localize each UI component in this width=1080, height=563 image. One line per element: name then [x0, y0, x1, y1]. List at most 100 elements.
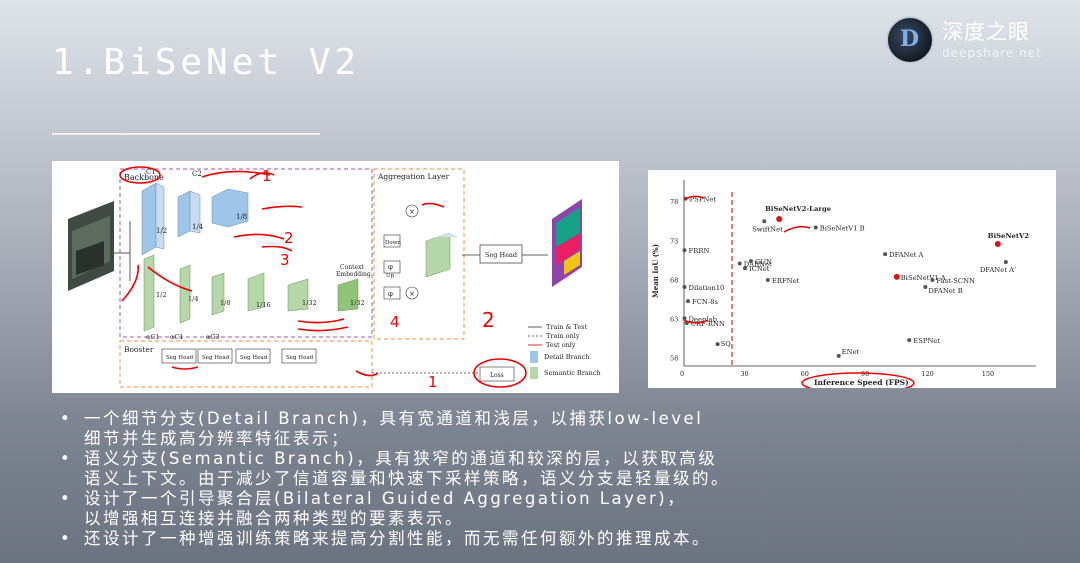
semantic-width-2: αC1: [170, 333, 184, 341]
loss-box: Loss: [490, 372, 504, 379]
bullet-line: 设计了一个引导聚合层(Bilateral Guided Aggregation …: [84, 489, 687, 508]
logo-chinese-name: 深度之眼: [942, 20, 1030, 44]
x-tick-label: 0: [680, 370, 684, 378]
bullet-semantic-branch: 语义分支(Semantic Branch)，具有狭窄的通道和较深的层，以获取高级…: [60, 449, 1060, 489]
chart-point: [686, 299, 691, 304]
stage-label-c2: C2: [192, 170, 202, 178]
detail-frac-1: 1/2: [156, 227, 167, 235]
chart-point-label: ENet: [842, 348, 860, 356]
detail-branch-blocks: [141, 182, 249, 256]
chart-point: [907, 338, 912, 343]
backbone-label: Backbone: [124, 173, 164, 182]
final-seg-head: Seg Head: [485, 251, 517, 259]
chart-point: [742, 266, 747, 271]
chart-point-label: Deeplab: [689, 315, 718, 323]
annotation-number-3: 3: [280, 251, 290, 269]
semantic-frac-3: 1/8: [220, 299, 230, 307]
annotation-number-2: 2: [284, 229, 294, 247]
chart-point-label: PSPNet: [690, 196, 717, 204]
fused-feature-block: [425, 232, 458, 278]
eye-logo-icon: D: [886, 16, 934, 64]
legend-detail-branch: Detail Branch: [544, 353, 590, 361]
chart-point-label: CRF-RNN: [691, 320, 725, 328]
chart-point: [748, 259, 753, 264]
chart-point-label: SwiftNet: [752, 225, 783, 233]
chart-point: [930, 277, 935, 282]
chart-point: [883, 252, 888, 257]
chart-point-label: DFANet A: [889, 251, 923, 259]
op-phi-2: φ: [388, 290, 393, 298]
chart-point-label: BiSeNetV2: [988, 232, 1030, 240]
booster-seg-heads: [161, 348, 317, 364]
chart-point-label: DABNet: [744, 261, 772, 269]
y-tick-label: 78: [670, 198, 678, 206]
chart-point-label: ERFNet: [772, 277, 800, 285]
booster-head-1: Seg Head: [166, 355, 194, 361]
legend-train-test: Train & Test: [546, 323, 588, 331]
op-phi-1: φ: [388, 263, 393, 271]
legend-semantic-branch: Semantic Branch: [544, 369, 601, 377]
bullet-aggregation-layer: 设计了一个引导聚合层(Bilateral Guided Aggregation …: [60, 489, 1060, 529]
op-down: Down: [385, 240, 401, 246]
chart-point-label: DFANet B: [928, 287, 962, 295]
chart-point: [836, 353, 841, 358]
context-label-1: Context: [340, 264, 364, 271]
logo-mark: D: [900, 26, 920, 52]
annotation-numbers: 1 2 3 4 1 2: [262, 167, 495, 391]
chart-point-label: Fast-SCNN: [936, 277, 975, 285]
bisenet-architecture-figure: Backbone C1 C2 1/2 1/4 1/8 αC1 αC1 αC3 1…: [52, 161, 619, 393]
slide-title: 1.BiSeNet V2: [52, 42, 361, 83]
y-axis-label: Mean IoU (%): [651, 244, 660, 298]
y-tick-label: 58: [670, 355, 678, 363]
chart-point-label: ICNet: [749, 265, 770, 273]
bullet-line: 语义分支(Semantic Branch)，具有狭窄的通道和较深的层，以获取高级: [84, 449, 718, 468]
chart-point: [776, 215, 783, 222]
chart-point-label: GUN: [755, 258, 772, 266]
semantic-width-1: αC1: [146, 333, 160, 341]
detail-frac-3: 1/8: [236, 213, 247, 221]
annotation-number-6: 2: [482, 308, 495, 332]
aggregation-label: Aggregation Layer: [377, 172, 450, 181]
chart-point-label: DFANet A': [980, 266, 1016, 274]
legend-test-only: Test only: [546, 341, 576, 349]
booster-head-2: Seg Head: [202, 355, 230, 361]
input-image: [68, 201, 114, 291]
x-tick-label: 30: [740, 370, 748, 378]
chart-point: [994, 240, 1001, 247]
x-tick-label: 90: [861, 370, 869, 378]
y-tick-label: 68: [670, 276, 678, 284]
chart-point-label: BiSeNetV2-Large: [765, 205, 832, 213]
chart-point: [893, 273, 900, 280]
chart-point: [1003, 259, 1008, 264]
key-points-list: 一个细节分支(Detail Branch)，具有宽通道和浅层，以捕获low-le…: [60, 409, 1060, 549]
annotation-number-4: 4: [390, 313, 400, 331]
detail-frac-2: 1/4: [192, 223, 204, 231]
x-tick-label: 60: [801, 370, 809, 378]
context-label-2: Embedding: [336, 271, 371, 278]
semantic-frac-6: 1/32: [350, 299, 365, 307]
booster-head-3: Seg Head: [240, 355, 268, 361]
semantic-frac-5: 1/32: [302, 299, 317, 307]
chart-point: [682, 284, 687, 289]
chart-point: [737, 261, 742, 266]
chart-point-label: ESPNet: [913, 337, 940, 345]
bullet-line: 语义上下文。由于减少了信道容量和快速下采样策略，语义分支是轻量级的。: [84, 469, 730, 488]
chart-point: [682, 316, 687, 321]
semantic-frac-1: 1/2: [156, 291, 166, 299]
title-divider: [52, 133, 320, 135]
semantic-branch-blocks: [143, 254, 359, 332]
op-multiply-1: ×: [409, 208, 415, 216]
bullet-line: 还设计了一种增强训练策略来提高分割性能，而无需任何额外的推理成本。: [84, 529, 711, 548]
y-tick-label: 63: [670, 316, 678, 324]
brand-logo: D 深度之眼 deepshare.net: [886, 14, 1066, 66]
x-tick-label: 120: [921, 370, 933, 378]
bullet-detail-branch: 一个细节分支(Detail Branch)，具有宽通道和浅层，以捕获low-le…: [60, 409, 1060, 449]
chart-point-label: FCN-8s: [692, 298, 718, 306]
chart-point-label: SQ: [721, 340, 732, 348]
x-tick-label: 150: [982, 370, 994, 378]
booster-head-4: Seg Head: [286, 355, 314, 361]
semantic-width-3: αC3: [206, 333, 220, 341]
legend-train-only: Train only: [546, 332, 580, 340]
segmentation-output-image: [552, 199, 582, 287]
